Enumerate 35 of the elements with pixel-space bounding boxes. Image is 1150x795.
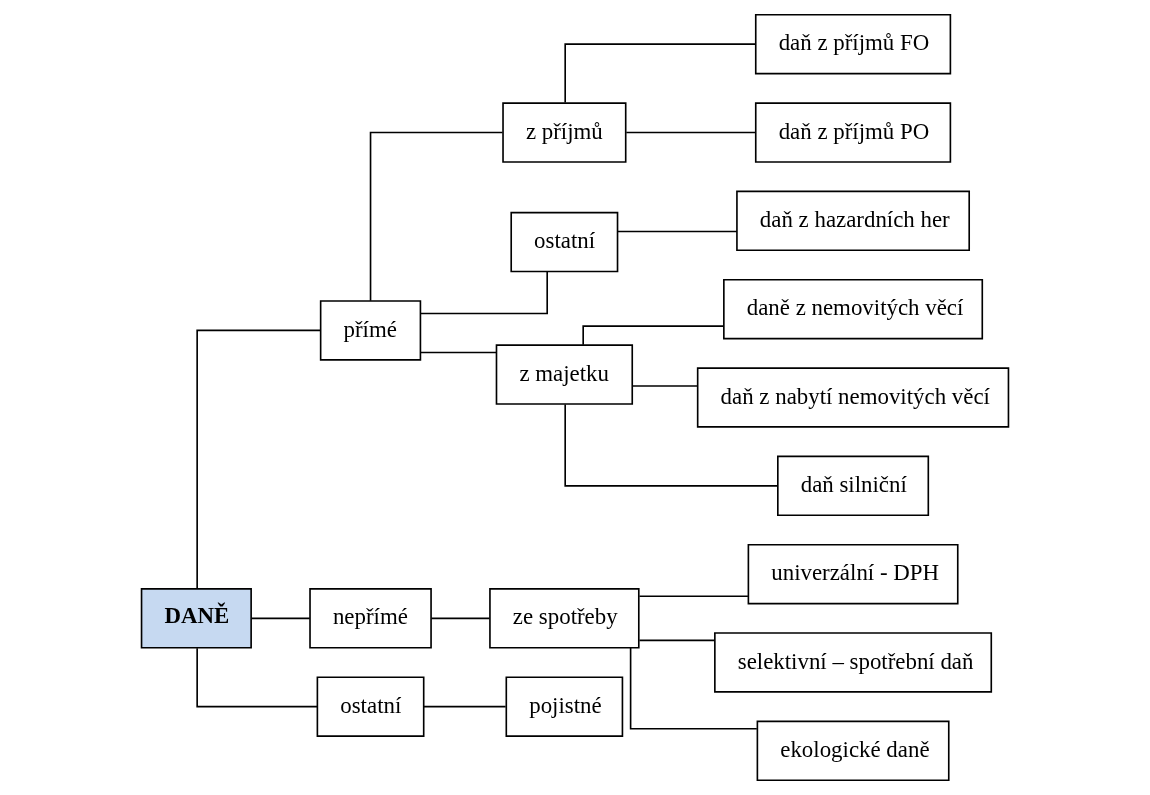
connector bbox=[631, 385, 699, 387]
connector bbox=[564, 403, 779, 487]
node-box: z majetku bbox=[495, 344, 634, 405]
node-box: daň z hazardních her bbox=[736, 190, 971, 252]
connector bbox=[638, 595, 749, 598]
connector bbox=[564, 43, 757, 104]
node-box: nepřímé bbox=[309, 588, 432, 649]
node-box: ekologické daně bbox=[756, 720, 950, 782]
connector bbox=[617, 230, 738, 233]
connector bbox=[625, 131, 757, 134]
connector bbox=[419, 270, 548, 315]
node-box: přímé bbox=[319, 300, 422, 361]
node-box: DANĚ bbox=[140, 588, 252, 649]
node-box: univerzální - DPH bbox=[747, 543, 959, 605]
node-box: ostatní bbox=[510, 211, 619, 273]
node-box: pojistné bbox=[505, 676, 624, 737]
node-box: daň z příjmů PO bbox=[754, 102, 952, 163]
connector bbox=[369, 131, 504, 302]
connector bbox=[629, 647, 758, 730]
node-box: selektivní – spotřební daň bbox=[714, 632, 993, 693]
node-box: ostatní bbox=[316, 676, 425, 737]
connector bbox=[430, 617, 491, 620]
connector bbox=[582, 325, 725, 346]
node-box: daň z příjmů FO bbox=[754, 13, 952, 75]
node-box: ze spotřeby bbox=[489, 588, 640, 649]
node-box: z příjmů bbox=[502, 102, 627, 163]
connector bbox=[423, 705, 507, 708]
node-box: daně z nemovitých věcí bbox=[723, 278, 984, 340]
connector bbox=[419, 351, 498, 354]
connector bbox=[196, 329, 322, 590]
node-box: daň z nabytí nemovitých věcí bbox=[696, 367, 1010, 428]
connector bbox=[638, 639, 716, 642]
connector bbox=[250, 617, 311, 620]
node-box: daň silniční bbox=[777, 455, 930, 517]
connector bbox=[196, 647, 318, 708]
